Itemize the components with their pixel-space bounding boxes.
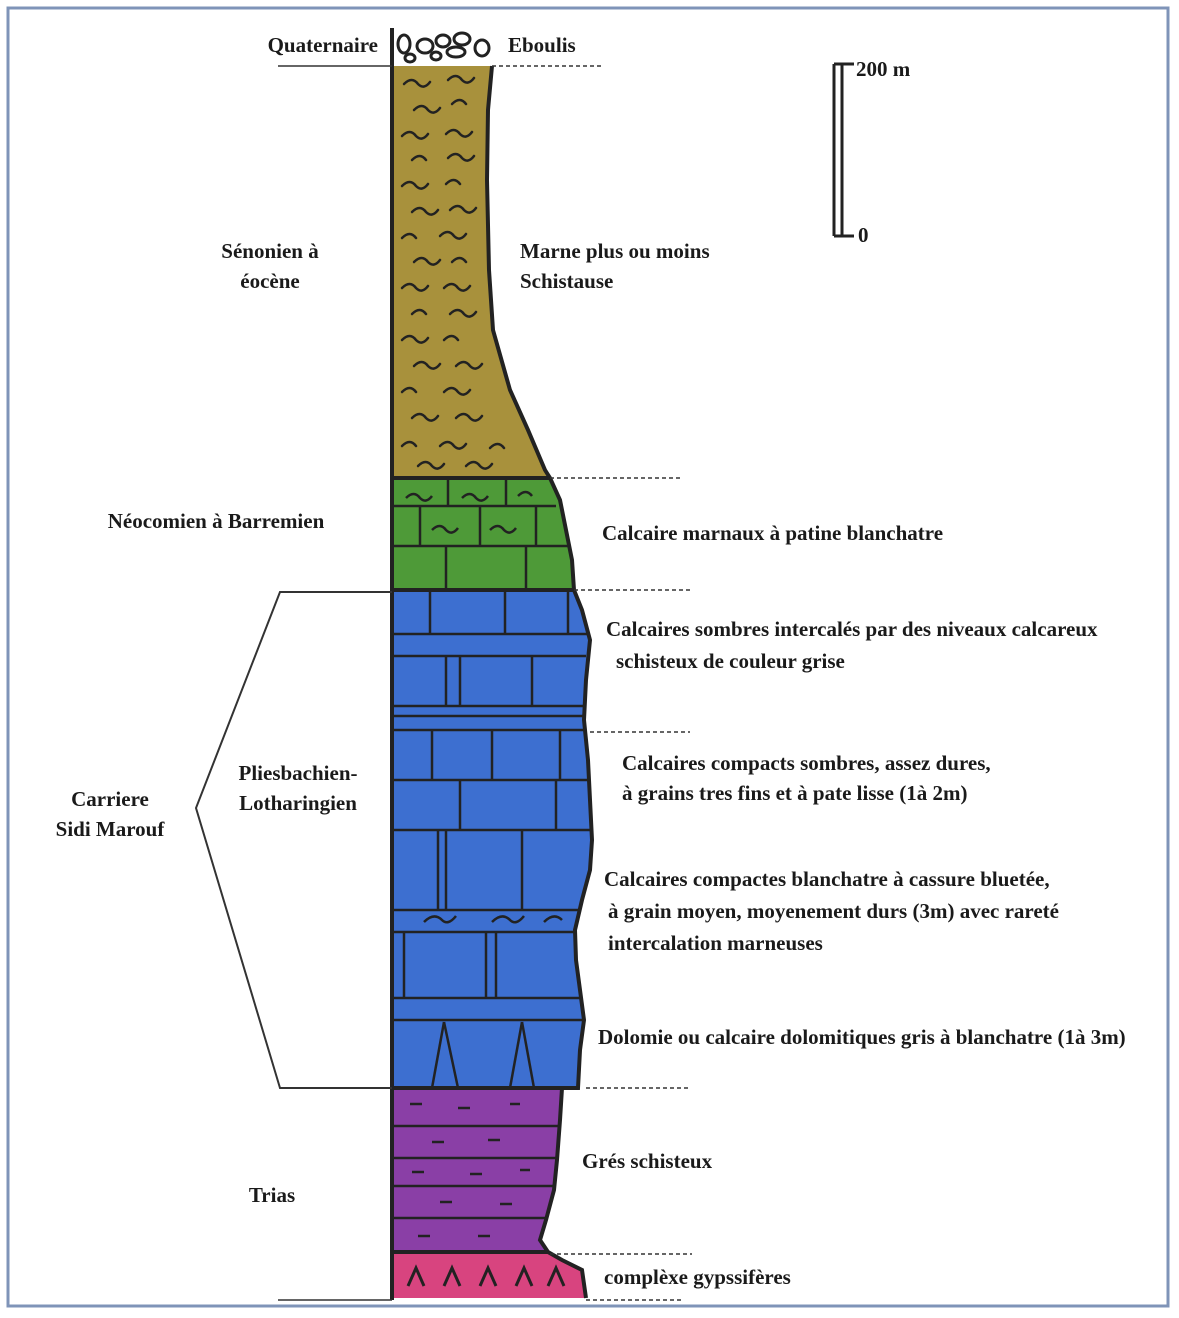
litho-eboulis: Eboulis — [508, 33, 576, 57]
age-pliesbachien-line1: Pliesbachien- — [239, 761, 358, 785]
carriere-brace — [196, 592, 392, 1088]
age-pliesbachien-line2: Lotharingien — [239, 791, 357, 815]
carriere-line1: Carriere — [71, 787, 149, 811]
age-senonien-line1: Sénonien à — [221, 239, 319, 263]
litho-sombres-line2: schisteux de couleur grise — [616, 649, 845, 673]
scale-bar-bottom-label: 0 — [858, 223, 869, 247]
litho-marne-line2: Schistause — [520, 269, 613, 293]
litho-marne-line1: Marne plus ou moins — [520, 239, 710, 263]
age-neocomien: Néocomien à Barremien — [108, 509, 325, 533]
litho-sombres-line1: Calcaires sombres intercalés par des niv… — [606, 617, 1098, 641]
litho-blanchatre-line2: à grain moyen, moyenement durs (3m) avec… — [608, 899, 1059, 923]
litho-dolomie: Dolomie ou calcaire dolomitiques gris à … — [598, 1025, 1126, 1049]
litho-calcaire-marnaux: Calcaire marnaux à patine blanchatre — [602, 521, 943, 545]
litho-compacts-line1: Calcaires compacts sombres, assez dures, — [622, 751, 991, 775]
litho-gypse: complèxe gypssifères — [604, 1265, 791, 1289]
gres-schisteux-layer — [392, 1088, 562, 1252]
carriere-line2: Sidi Marouf — [56, 817, 166, 841]
litho-compacts-line2: à grains tres fins et à pate lisse (1à 2… — [622, 781, 968, 805]
age-trias: Trias — [249, 1183, 295, 1207]
litho-gres: Grés schisteux — [582, 1149, 713, 1173]
scale-bar — [834, 64, 854, 236]
age-senonien-line2: éocène — [240, 269, 299, 293]
calcaires-bleus-layer — [392, 590, 592, 1088]
age-quaternaire: Quaternaire — [268, 33, 378, 57]
litho-blanchatre-line1: Calcaires compactes blanchatre à cassure… — [604, 867, 1050, 891]
scale-bar-top-label: 200 m — [856, 57, 911, 81]
litho-blanchatre-line3: intercalation marneuses — [608, 931, 823, 955]
